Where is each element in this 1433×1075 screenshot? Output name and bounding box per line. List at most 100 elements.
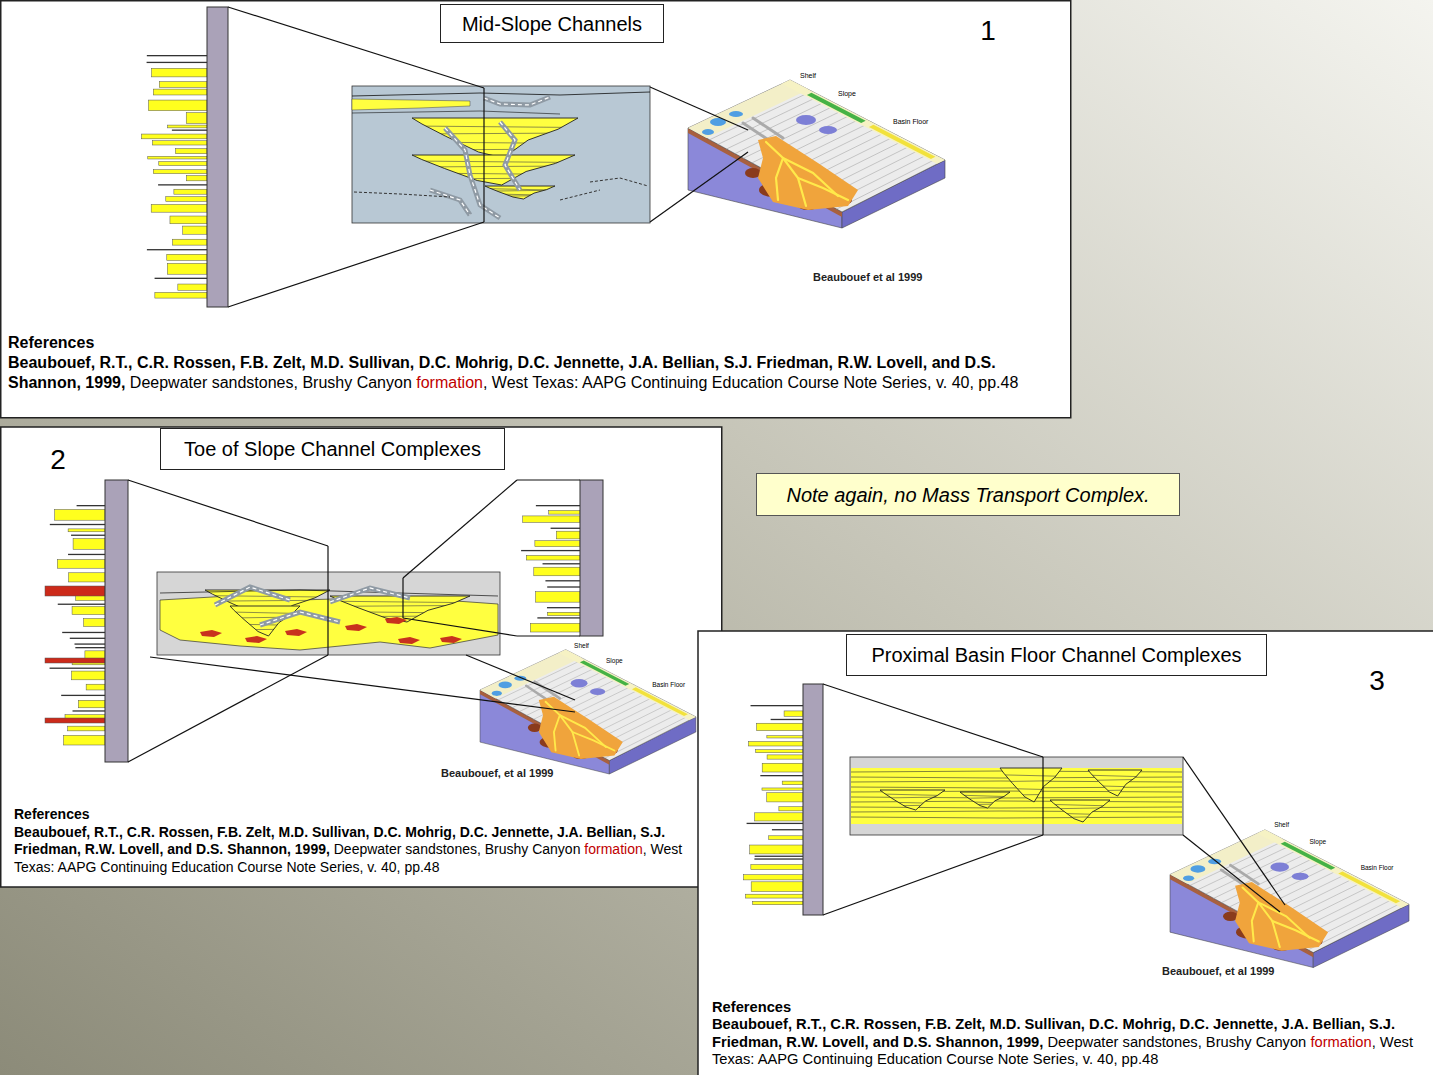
channel-margin	[445, 128, 500, 218]
title-text: Toe of Slope Channel Complexes	[184, 438, 481, 460]
sand-body	[160, 596, 498, 650]
mud-bar	[45, 586, 105, 596]
bed-line	[1088, 786, 1142, 788]
bed-line	[412, 173, 575, 175]
depocenter-band	[632, 687, 688, 716]
shale-bar	[77, 505, 105, 506]
shale-bar	[772, 829, 803, 830]
shale-bar	[61, 695, 105, 696]
sand-bar	[72, 671, 105, 680]
lens-beds	[960, 795, 1010, 805]
sand-bar	[78, 700, 105, 707]
bed-line	[412, 142, 578, 144]
shale-bar	[547, 586, 580, 587]
strat-column	[743, 684, 823, 915]
shelf-delta	[492, 691, 502, 696]
zoom-line	[327, 546, 328, 655]
sand-bar	[166, 197, 207, 202]
mud-clast	[200, 630, 222, 637]
sand-bar	[755, 813, 803, 821]
mud-bar	[45, 718, 105, 723]
zoom-line	[128, 480, 328, 546]
channel-fill	[430, 190, 470, 215]
sand-bar	[762, 788, 803, 790]
zoom-line	[650, 152, 748, 222]
bed-line	[160, 590, 498, 596]
sand-bar	[167, 254, 207, 260]
fan-channel	[554, 715, 560, 750]
fan-channel	[572, 732, 614, 750]
shale-bar	[62, 632, 105, 633]
sand-bar	[84, 619, 105, 627]
sand-bar	[170, 216, 207, 224]
sand-bar	[152, 141, 207, 145]
note-box: Note again, no Mass Transport Complex.	[756, 473, 1180, 516]
bed-line	[880, 805, 945, 806]
figure-panel	[698, 631, 1433, 1075]
sand-bar	[549, 511, 580, 515]
slope-lobe	[1270, 862, 1289, 871]
lens-outline	[412, 155, 575, 185]
mud-clast	[398, 637, 420, 644]
sand-bar	[148, 100, 207, 111]
sand-bar	[751, 865, 803, 870]
panel-number: 3	[1369, 667, 1385, 695]
citation-part: formation	[416, 374, 483, 391]
shelf-delta	[702, 129, 714, 135]
fan-channel	[766, 142, 806, 206]
citation-part: formation	[1310, 1034, 1371, 1050]
lens-beds	[1088, 775, 1142, 791]
zoom-line	[517, 479, 580, 480]
strat-column	[142, 7, 228, 307]
strat-column	[45, 480, 128, 762]
slope-strip	[1257, 830, 1409, 908]
bed-line	[851, 811, 1182, 812]
bed-line	[1000, 788, 1062, 790]
channel-fill	[330, 588, 410, 602]
reference-block: ReferencesBeaubouef, R.T., C.R. Rossen, …	[8, 333, 1068, 393]
fan-channel	[1272, 921, 1319, 941]
sand-bar	[64, 735, 105, 745]
bed-line	[352, 111, 560, 114]
sand-bar	[762, 763, 803, 772]
slope-lobe	[590, 688, 605, 695]
strat-column	[521, 480, 603, 636]
cross-section	[850, 757, 1183, 835]
shelf-delta	[1190, 865, 1205, 872]
sand-bar	[175, 149, 207, 154]
zone-label: Slope	[606, 658, 623, 665]
slope-band	[1281, 842, 1336, 870]
lens-outline	[1050, 800, 1110, 822]
zone-label: Shelf	[574, 643, 589, 650]
depocenter-band	[1338, 872, 1400, 904]
channel-margin	[484, 97, 550, 105]
bed-line	[960, 795, 1010, 797]
sand-bar	[68, 726, 105, 731]
lens-beds	[880, 794, 945, 806]
lens-outline	[880, 790, 945, 810]
zoom-line	[1042, 757, 1043, 835]
shale-bar	[71, 535, 105, 536]
slope-strip	[782, 80, 945, 164]
sand-bar	[168, 125, 207, 128]
sand-bar	[167, 263, 207, 274]
zoom-line	[823, 835, 1043, 915]
sand-bar	[151, 204, 207, 212]
zoom-line	[650, 87, 748, 130]
shelf-delta	[729, 111, 743, 117]
reference-block: ReferencesBeaubouef, R.T., C.R. Rossen, …	[712, 999, 1428, 1068]
shale-bar	[50, 524, 105, 525]
sand-bar	[769, 836, 803, 840]
block-diagram	[480, 650, 696, 774]
bed-line	[330, 616, 470, 617]
shale-bar	[73, 710, 105, 711]
channel-margin	[430, 190, 470, 215]
bed-line	[1088, 775, 1142, 777]
shale-bar	[147, 62, 207, 63]
block-top	[1170, 830, 1409, 953]
shale-bar	[68, 554, 105, 555]
shale-bar	[147, 249, 207, 250]
sand-bar	[142, 134, 207, 139]
channel-fill	[500, 122, 520, 190]
sand-bar	[186, 176, 207, 181]
